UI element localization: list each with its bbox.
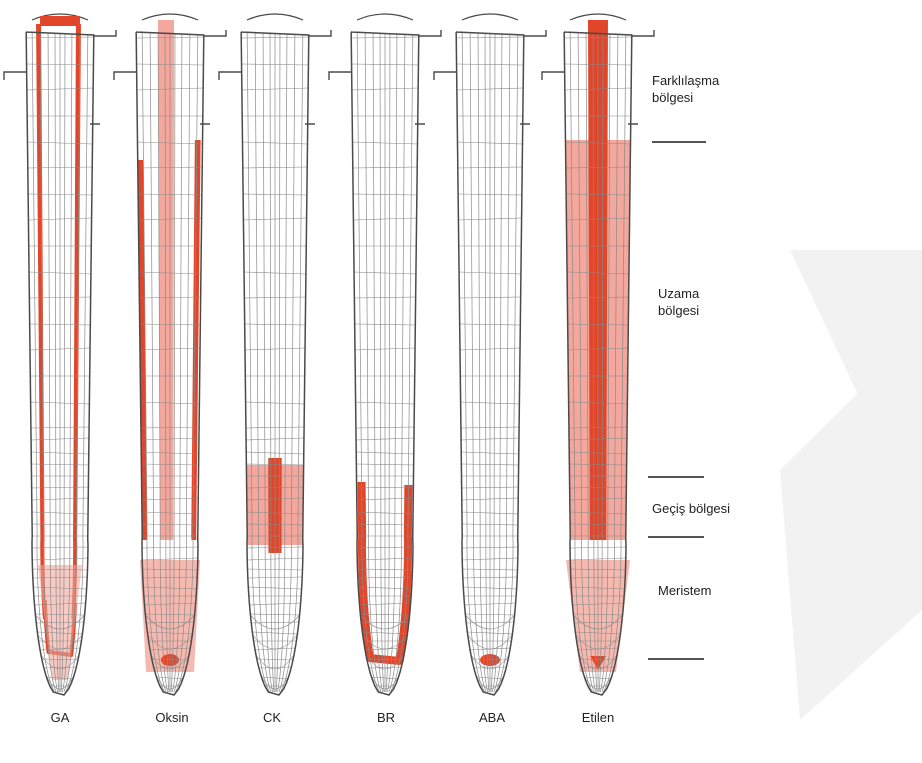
zone-label-differentiation: Farklılaşma bölgesi xyxy=(652,72,719,106)
root-etilen xyxy=(542,14,654,695)
zone-label-meristem: Meristem xyxy=(658,582,711,599)
zone-label-transition: Geçiş bölgesi xyxy=(652,500,730,517)
zone-divider-2 xyxy=(648,476,704,478)
watermark xyxy=(780,250,922,720)
root-top-cells xyxy=(247,14,303,20)
root-ga xyxy=(4,14,116,695)
root-ck xyxy=(219,14,331,695)
root-top-cells xyxy=(462,14,518,20)
zone-divider-3 xyxy=(648,536,704,538)
cell-grid xyxy=(241,32,309,692)
roots-layer xyxy=(4,14,654,695)
root-aba xyxy=(434,14,546,695)
root-top-cells xyxy=(570,14,626,20)
cell-grid xyxy=(456,32,524,692)
root-top-cells xyxy=(142,14,198,20)
expression-strip xyxy=(36,24,46,619)
cell-grid xyxy=(26,32,94,692)
root-label-oksin: Oksin xyxy=(132,710,212,725)
root-label-br: BR xyxy=(346,710,426,725)
root-label-ck: CK xyxy=(232,710,312,725)
zone-label-elongation: Uzama bölgesi xyxy=(658,285,699,319)
root-label-etilen: Etilen xyxy=(558,710,638,725)
expression-strip xyxy=(40,16,80,26)
root-label-ga: GA xyxy=(20,710,100,725)
zone-divider-1 xyxy=(652,141,706,143)
zone-divider-4 xyxy=(648,658,704,660)
watermark-shape xyxy=(780,330,922,720)
root-br xyxy=(329,14,441,695)
root-top-cells xyxy=(357,14,413,20)
root-label-aba: ABA xyxy=(452,710,532,725)
root-oksin xyxy=(114,14,226,695)
